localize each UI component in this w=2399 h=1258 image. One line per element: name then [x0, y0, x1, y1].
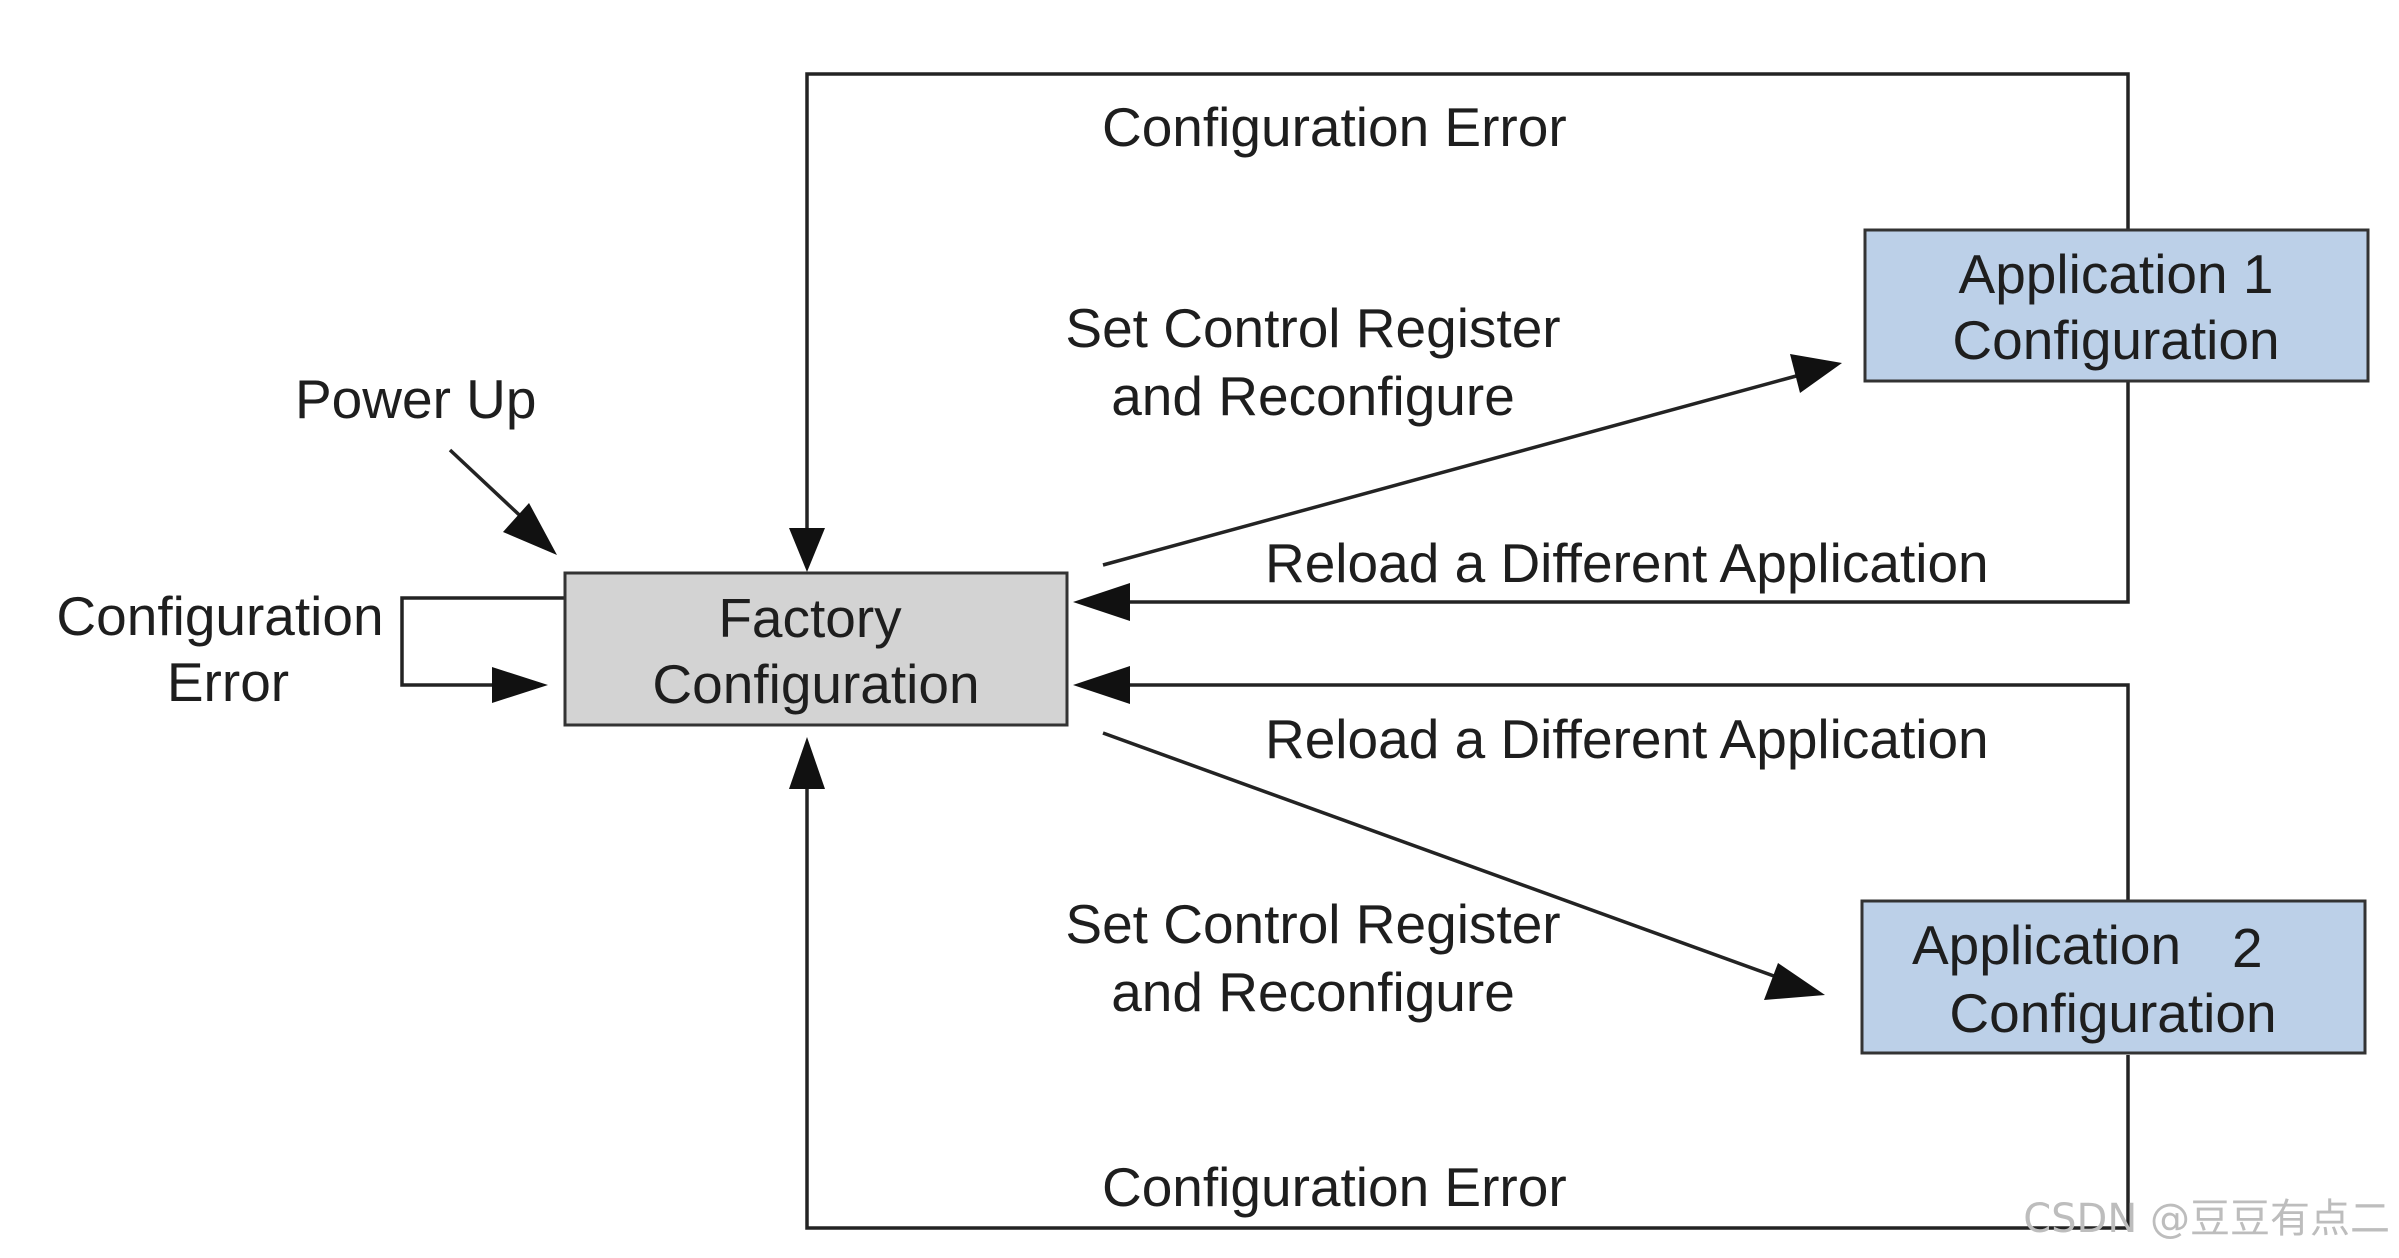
app2-box	[1860, 899, 2367, 1055]
label-config-error-left-1: Configuration	[56, 585, 383, 647]
label-config-error-left-2: Error	[167, 651, 289, 713]
label-power-up: Power Up	[295, 368, 536, 430]
edge-config-error-bottom	[805, 782, 2130, 1230]
watermark: CSDN @豆豆有点二	[2023, 1196, 2390, 1242]
edge-config-error-top	[805, 72, 2130, 530]
app2-label-line1: Application	[1912, 914, 2181, 976]
label-set-control-top-2: and Reconfigure	[1111, 365, 1515, 427]
factory-label-line2: Configuration	[652, 653, 979, 715]
factory-label-line1: Factory	[718, 587, 902, 649]
edge-set-control-bottom	[1102, 731, 1786, 982]
edge-power-up	[448, 448, 532, 527]
app1-label-line1: Application 1	[1959, 243, 2274, 305]
arrowhead-config-error-bottom	[789, 737, 825, 789]
arrowhead-reload-top	[1073, 583, 1130, 621]
arrowhead-set-control-top	[1790, 354, 1842, 393]
factory-box	[563, 571, 1069, 727]
label-reload-bottom: Reload a Different Application	[1265, 708, 1989, 770]
app1-label-line2: Configuration	[1952, 309, 2279, 371]
arrowhead-reload-bottom	[1073, 666, 1130, 704]
label-config-error-top: Configuration Error	[1102, 96, 1567, 158]
label-set-control-bottom-2: and Reconfigure	[1111, 961, 1515, 1023]
edge-reload-bottom	[1110, 683, 2130, 900]
label-config-error-bottom: Configuration Error	[1102, 1156, 1567, 1218]
arrowhead-power-up	[503, 503, 557, 555]
edge-reload-top	[1110, 380, 2130, 604]
edge-set-control-top	[1102, 373, 1801, 567]
arrowhead-set-control-bottom	[1764, 963, 1825, 1000]
node-application-2-configuration: Application 2 Configuration	[1860, 899, 2367, 1055]
arrowhead-config-error-self	[492, 667, 548, 703]
app2-label-line2: Configuration	[1949, 982, 2276, 1044]
label-set-control-top-1: Set Control Register	[1065, 297, 1560, 359]
edge-config-error-self	[400, 596, 565, 687]
node-factory-configuration: Factory Configuration	[563, 571, 1069, 727]
arrowhead-config-error-top	[789, 528, 825, 572]
label-reload-top: Reload a Different Application	[1265, 532, 1989, 594]
label-set-control-bottom-1: Set Control Register	[1065, 893, 1560, 955]
app1-box	[1863, 228, 2370, 383]
app2-label-number: 2	[2232, 917, 2263, 979]
node-application-1-configuration: Application 1 Configuration	[1863, 228, 2370, 383]
